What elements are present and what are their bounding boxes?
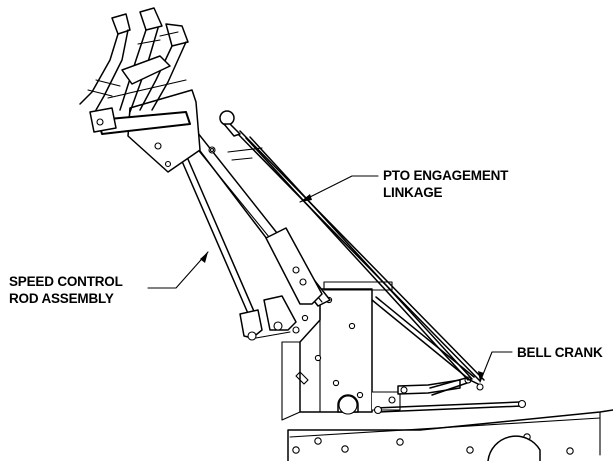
pto-engagement-label-line1: PTO ENGAGEMENT <box>383 168 509 183</box>
upper-levers <box>79 7 189 113</box>
speed-control-rod <box>177 149 300 341</box>
upper-control-box <box>89 89 216 173</box>
speed-control-label-line2: ROD ASSEMBLY <box>9 291 114 306</box>
control-tower <box>281 281 401 421</box>
bell-crank-label: BELL CRANK <box>517 345 603 360</box>
speed-leader <box>147 251 209 289</box>
pto-leader <box>299 175 379 203</box>
speed-control-label-line1: SPEED CONTROL <box>9 274 123 289</box>
bell-crank-leader <box>478 351 513 383</box>
pto-engagement-label-line2: LINKAGE <box>383 185 443 200</box>
chassis-frame <box>287 409 613 461</box>
pto-linkage-rods <box>219 110 485 382</box>
bell-crank-assembly <box>373 376 527 415</box>
